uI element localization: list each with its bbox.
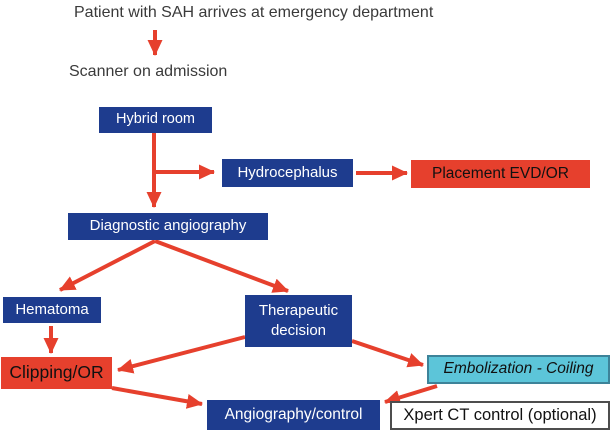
node-angiography-control: Angiography/control	[207, 400, 380, 430]
node-xpert-ct-control: Xpert CT control (optional)	[390, 401, 610, 430]
node-therapeutic-decision: Therapeutic decision	[245, 295, 352, 347]
node-clipping-or: Clipping/OR	[1, 357, 112, 389]
arrow-therapeutic-to-embolization	[351, 339, 424, 368]
arrow-diagnostic-to-therapeutic	[154, 239, 289, 293]
node-hybrid-room: Hybrid room	[99, 107, 212, 133]
arrow-clipping-to-angiography	[111, 386, 203, 409]
arrow-embolization-to-angiography	[384, 384, 438, 405]
node-hematoma: Hematoma	[3, 297, 101, 323]
node-placement-evd-or: Placement EVD/OR	[411, 160, 590, 188]
arrow-diagnostic-to-hematoma	[59, 239, 156, 292]
node-embolization-coiling: Embolization - Coiling	[427, 355, 610, 384]
scanner-on-admission-label: Scanner on admission	[69, 63, 228, 80]
arrow-therapeutic-to-clipping	[117, 335, 246, 374]
flowchart-title: Patient with SAH arrives at emergency de…	[74, 4, 434, 21]
node-hydrocephalus: Hydrocephalus	[222, 159, 353, 187]
node-diagnostic-angiography: Diagnostic angiography	[68, 213, 268, 240]
